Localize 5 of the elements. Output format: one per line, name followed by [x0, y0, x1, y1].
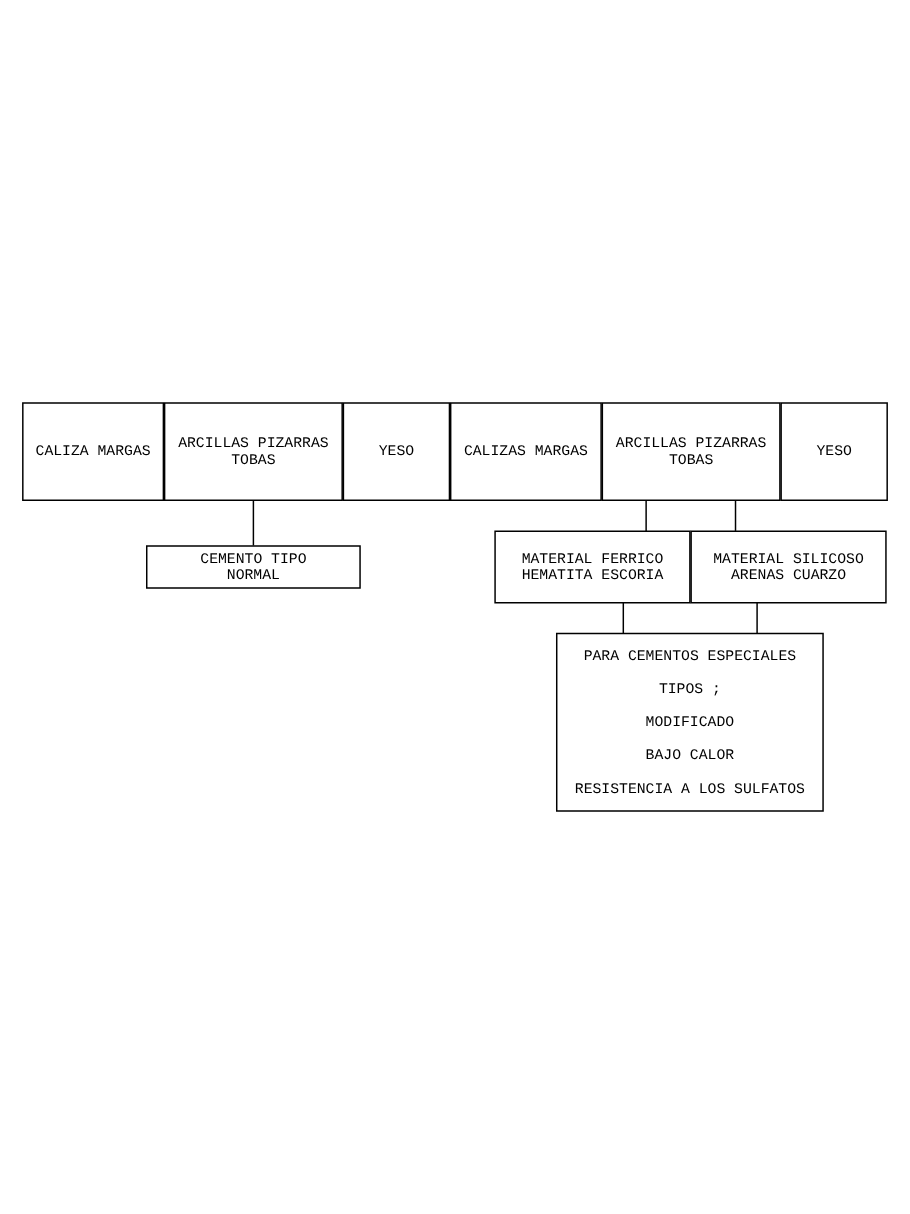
connector — [622, 602, 625, 635]
connector — [734, 499, 737, 532]
connector — [252, 499, 255, 547]
connector — [645, 499, 647, 532]
connector — [756, 602, 758, 635]
